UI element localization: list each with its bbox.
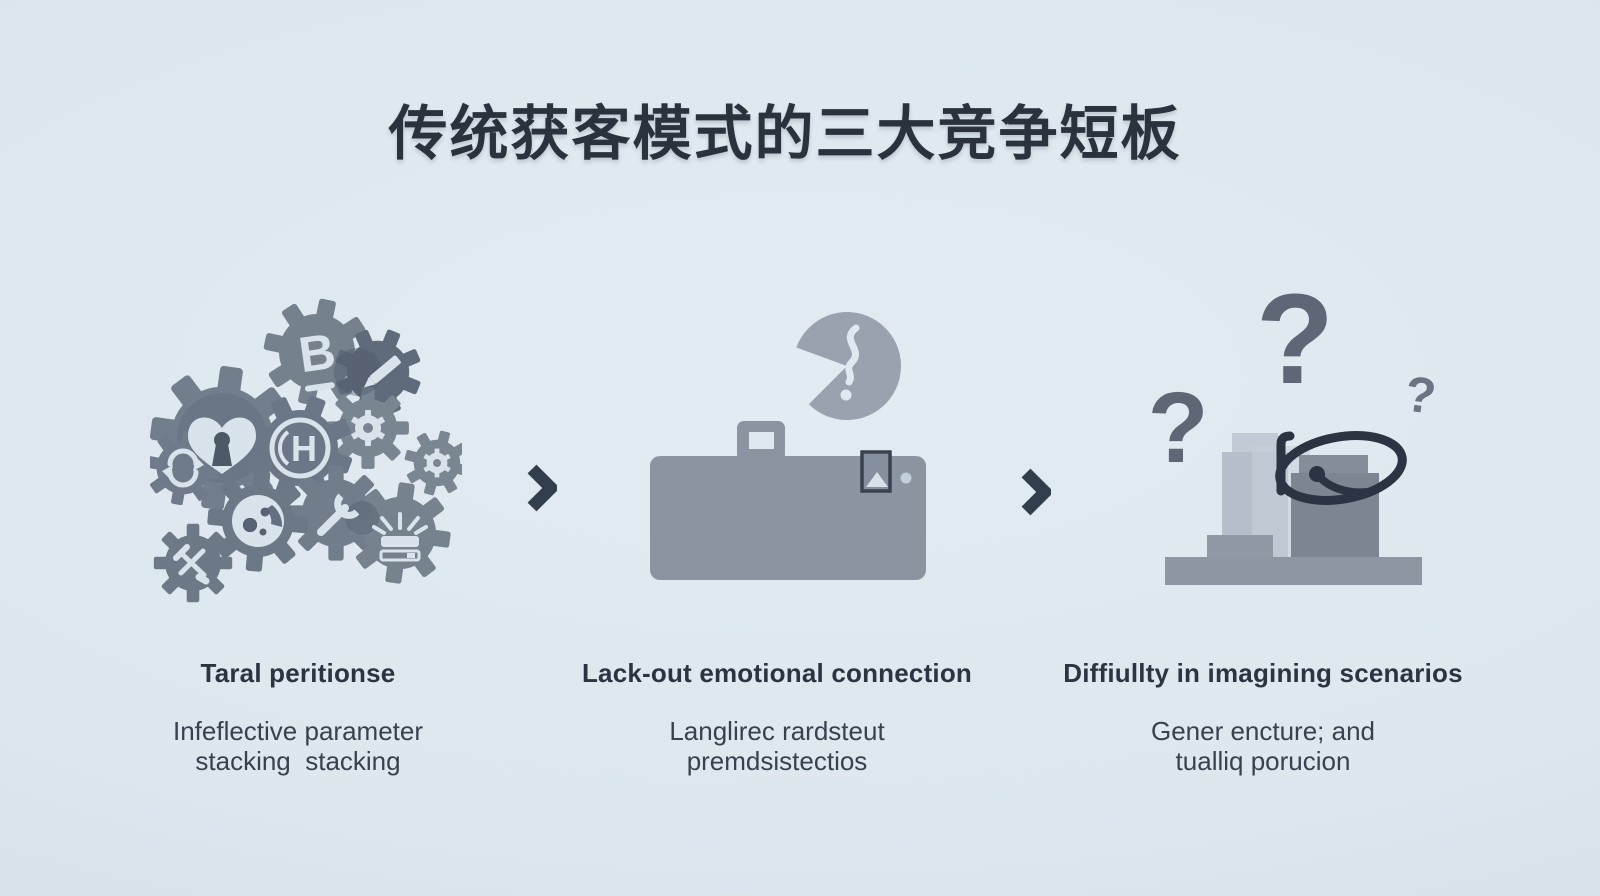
subtitle-line-1: Infeflective parameter xyxy=(172,716,423,746)
column-heading: Taral peritionse xyxy=(200,658,396,688)
gears-cluster-icon: B H xyxy=(150,288,462,603)
chevron-right-icon xyxy=(527,464,557,512)
currency-glyph: B xyxy=(295,323,339,392)
alert-circle-icon xyxy=(796,312,902,421)
briefcase-alert-icon xyxy=(650,312,926,580)
column-imagining-scenarios: Diffiullty in imagining scenarios Gener … xyxy=(1033,658,1493,777)
refresh-glyph xyxy=(162,448,204,488)
h-ring-glyph: H xyxy=(269,417,331,479)
subtitle-line-2: premdsistectios xyxy=(686,745,868,776)
wrench-glyph xyxy=(317,493,360,536)
heart-glyph xyxy=(188,417,256,474)
question-blocks-icon: ? ? ? xyxy=(1147,268,1439,585)
briefcase-icon xyxy=(650,421,926,580)
subtitle-line-2: stacking stacking xyxy=(195,745,401,776)
svg-text:H: H xyxy=(291,428,317,469)
palette-glyph xyxy=(232,495,284,547)
tools-glyph xyxy=(173,544,210,585)
question-mark-large: ? xyxy=(1256,268,1334,411)
block-stack xyxy=(1165,433,1422,585)
subtitle-line-1: Langlirec rardsteut xyxy=(669,716,885,746)
rays-glyph xyxy=(372,512,428,562)
column-heading: Diffiullty in imagining scenarios xyxy=(1063,658,1463,688)
briefcase-latch xyxy=(860,450,912,493)
svg-text:B: B xyxy=(295,323,339,383)
column-emotional-connection: Lack-out emotional connection Langlirec … xyxy=(547,658,1007,777)
mini-gear-glyph xyxy=(350,410,386,446)
gear-shadow xyxy=(345,501,379,535)
lasso-icon xyxy=(1275,431,1407,505)
question-mark-small: ? xyxy=(1401,365,1439,425)
question-mark-medium: ? xyxy=(1147,372,1208,484)
page-title: 传统获客模式的三大竞争短板 xyxy=(388,101,1182,167)
subtitle-line-1: Gener encture; and xyxy=(1150,716,1376,746)
chevron-right-icon xyxy=(1021,468,1051,516)
mini-gear-glyph xyxy=(423,448,451,478)
column-heading: Lack-out emotional connection xyxy=(581,658,973,688)
subtitle-line-2: tualliq porucion xyxy=(1175,745,1351,776)
pencil-glyph xyxy=(363,355,401,388)
